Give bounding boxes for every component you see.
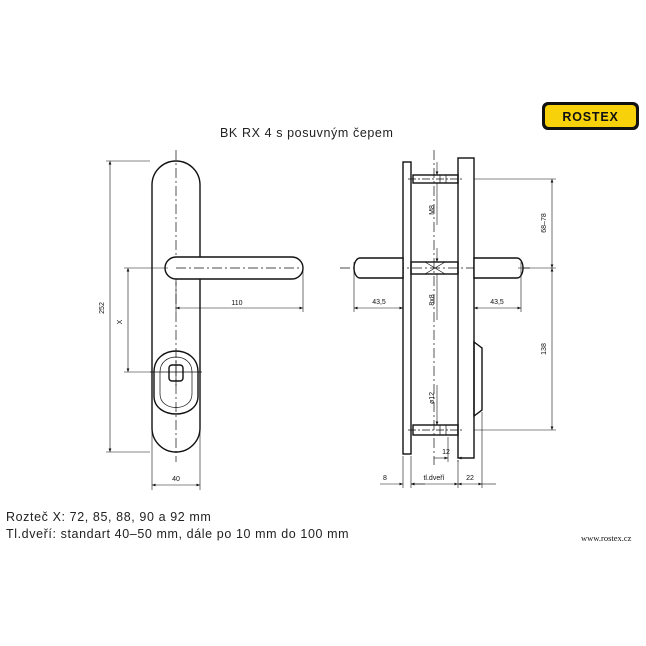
side-view: 43,5 43,5 M8 8x8 ø12 68–78 138 12	[340, 150, 556, 488]
left-plate	[402, 161, 412, 455]
dim-lever-right: 43,5	[490, 299, 504, 306]
dim-offset-bottom: 138	[541, 343, 548, 355]
plate-outline	[151, 160, 201, 453]
front-view: 252 X 110 40	[99, 150, 304, 490]
rostex-logo: ROSTEX	[542, 102, 639, 130]
cylinder-guard	[473, 340, 483, 418]
logo-text: ROSTEX	[562, 110, 618, 124]
door-thickness-note: Tl.dveří: standart 40–50 mm, dále po 10 …	[6, 527, 350, 541]
left-lever	[353, 257, 404, 279]
dim-door-thickness: tl.dveří	[423, 475, 444, 482]
spacing-note: Rozteč X: 72, 85, 88, 90 a 92 mm	[6, 510, 212, 524]
dim-square: 8x8	[429, 294, 436, 305]
dim-pin-offset: 12	[442, 449, 450, 456]
drawing-title: BK RX 4 s posuvným čepem	[220, 126, 394, 140]
right-plate	[457, 157, 475, 459]
dim-lever-length: 110	[231, 300, 242, 307]
dim-offset-top: 68–78	[541, 213, 548, 233]
dim-width: 40	[172, 476, 180, 483]
website-link[interactable]: www.rostex.cz	[581, 533, 632, 543]
dim-spacing: X	[117, 319, 124, 324]
dim-left-plate: 8	[383, 475, 387, 482]
dim-lever-left: 43,5	[372, 299, 386, 306]
dim-height: 252	[99, 302, 106, 314]
dim-screw-top: M8	[429, 205, 436, 215]
dim-pin: ø12	[429, 392, 436, 404]
right-lever	[473, 257, 524, 279]
dim-right-plate: 22	[466, 475, 474, 482]
cylinder-rosette	[153, 350, 199, 415]
